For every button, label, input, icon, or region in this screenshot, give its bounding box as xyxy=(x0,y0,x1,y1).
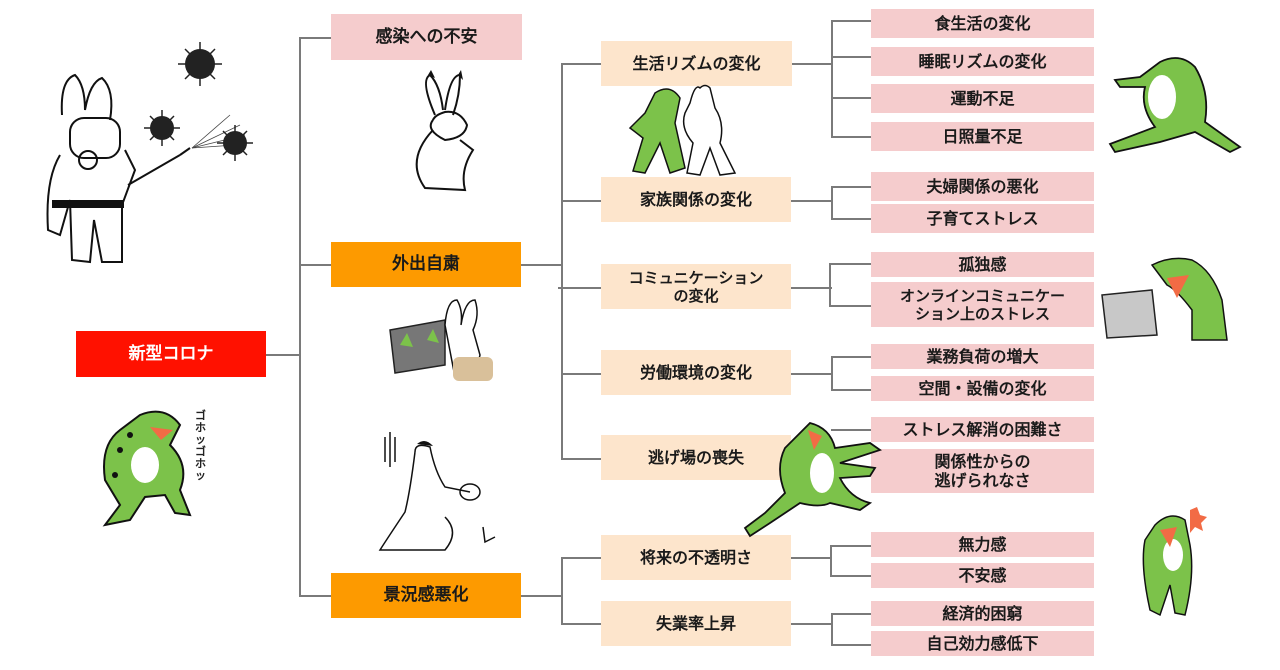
connector-line xyxy=(831,20,871,22)
connector-line xyxy=(791,287,832,289)
connector-line xyxy=(831,97,871,99)
connector-line xyxy=(831,356,871,358)
cough-sound-text: ゴホッゴホッ xyxy=(195,409,206,483)
worried-rabbit-illustration xyxy=(415,70,475,192)
connector-line xyxy=(299,264,331,266)
frog-laptop-distressed-illustration xyxy=(1101,257,1228,341)
node-life-rhythm: 生活リズムの変化 xyxy=(601,41,792,86)
connector-line xyxy=(829,305,871,307)
node-economic-downturn: 景況感悪化 xyxy=(331,573,521,618)
leaf-childcare-stress: 子育てストレス xyxy=(871,204,1094,233)
connector-line xyxy=(831,56,871,58)
connector-line xyxy=(521,264,562,266)
connector-line xyxy=(831,186,833,218)
connector-line xyxy=(829,263,831,305)
leaf-anxiety: 不安感 xyxy=(871,563,1094,588)
node-work-environment: 労働環境の変化 xyxy=(601,350,791,395)
connector-line xyxy=(831,613,833,644)
leaf-lack-of-sunlight: 日照量不足 xyxy=(871,122,1094,151)
connector-line xyxy=(561,557,601,559)
leaping-frog-illustration xyxy=(743,422,882,538)
leaf-economic-hardship: 経済的困窮 xyxy=(871,601,1094,626)
connector-line xyxy=(299,595,331,597)
connector-line xyxy=(561,557,563,624)
leaf-marital-deterioration: 夫婦関係の悪化 xyxy=(871,172,1094,201)
root-node: 新型コロナ xyxy=(76,331,266,377)
hazmat-rabbit-illustration xyxy=(46,42,253,264)
node-family-relations: 家族関係の変化 xyxy=(601,177,791,222)
connector-line xyxy=(831,644,871,646)
connector-line xyxy=(521,595,562,597)
connector-line xyxy=(792,63,832,65)
connector-line xyxy=(831,20,833,137)
connector-line xyxy=(561,63,601,65)
connector-line xyxy=(791,200,832,202)
connector-line xyxy=(561,200,601,202)
leaf-helplessness: 無力感 xyxy=(871,532,1094,557)
leaf-lack-of-exercise: 運動不足 xyxy=(871,84,1094,113)
leaf-loneliness: 孤独感 xyxy=(871,252,1094,277)
connector-line xyxy=(830,545,871,547)
node-unemployment-rise: 失業率上昇 xyxy=(601,601,791,646)
connector-line xyxy=(561,63,563,458)
connector-line xyxy=(561,373,601,375)
connector-line xyxy=(831,218,871,220)
connector-line xyxy=(299,37,301,596)
frog-rabbit-wrestling-illustration xyxy=(628,84,737,176)
leaf-sleep-rhythm: 睡眠リズムの変化 xyxy=(871,47,1094,76)
connector-line xyxy=(830,545,832,575)
connector-line xyxy=(831,389,871,391)
connector-line xyxy=(791,557,832,559)
running-frog-illustration xyxy=(1108,57,1242,154)
connector-line xyxy=(831,136,871,138)
node-communication: コミュニケーション の変化 xyxy=(601,264,791,309)
node-stay-home: 外出自粛 xyxy=(331,242,521,287)
connector-line xyxy=(266,354,300,356)
leaf-online-comm-stress: オンラインコミュニケー ション上のストレス xyxy=(871,282,1094,327)
connector-line xyxy=(558,287,601,289)
leaf-cannot-escape-relations: 関係性からの 逃げられなさ xyxy=(871,449,1094,493)
connector-line xyxy=(831,186,871,188)
shocked-frog-illustration xyxy=(1142,507,1207,617)
leaf-stress-relief-difficulty: ストレス解消の困難さ xyxy=(871,417,1094,442)
leaf-workload-increase: 業務負荷の増大 xyxy=(871,344,1094,369)
leaf-diet-change: 食生活の変化 xyxy=(871,9,1094,38)
leaf-self-efficacy-decline: 自己効力感低下 xyxy=(871,631,1094,656)
connector-line xyxy=(829,263,871,265)
node-loss-of-escape: 逃げ場の喪失 xyxy=(601,435,791,480)
rabbit-empty-purse-illustration xyxy=(378,432,496,551)
connector-line xyxy=(830,575,871,577)
node-infection-anxiety: 感染への不安 xyxy=(331,14,522,60)
connector-line xyxy=(831,429,871,431)
node-uncertain-future: 将来の不透明さ xyxy=(601,535,791,580)
connector-line xyxy=(791,373,832,375)
connector-line xyxy=(791,623,832,625)
coughing-frog-illustration xyxy=(102,410,192,527)
rabbit-laptop-illustration xyxy=(389,299,493,381)
connector-line xyxy=(831,613,871,615)
connector-line xyxy=(299,37,331,39)
connector-line xyxy=(561,458,601,460)
connector-line xyxy=(831,356,833,389)
connector-line xyxy=(561,623,601,625)
leaf-space-equipment-change: 空間・設備の変化 xyxy=(871,376,1094,401)
